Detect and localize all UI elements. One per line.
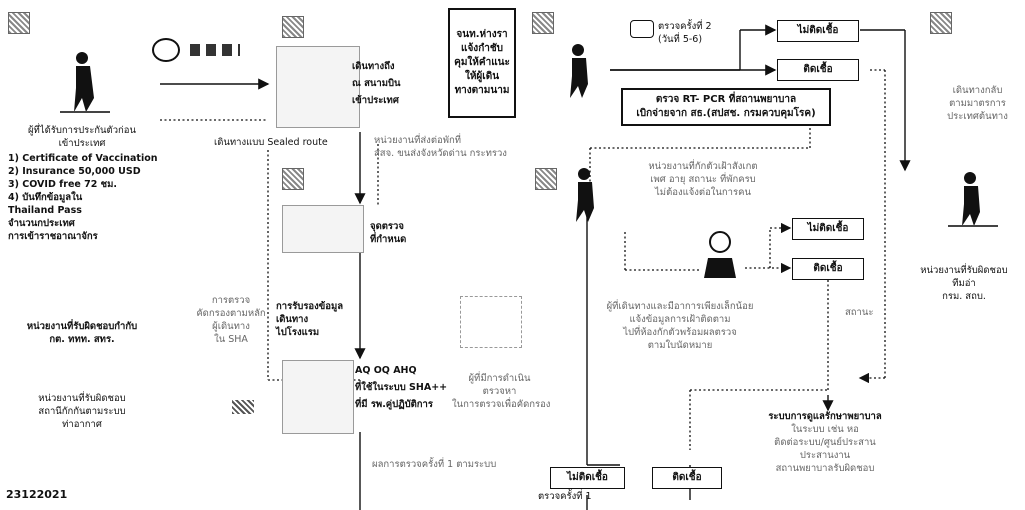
agency-right-text: ผู้ที่มีการดำเนินตรวจหาในการตรวจเพื่อคัด… xyxy=(452,373,551,410)
positive-box-2: ติดเชื้อ xyxy=(792,258,864,280)
arrival-text: เดินทางถึงณ สนามบินเข้าประเทศ xyxy=(352,61,401,106)
phone-icon xyxy=(630,20,654,38)
sealed-route-label: เดินทางแบบ Sealed route xyxy=(214,137,328,148)
test1-text: ตรวจครั้งที่ 2(วันที่ 5-6) xyxy=(658,21,712,45)
qr-code-icon xyxy=(282,168,304,190)
clock-icon xyxy=(152,38,180,62)
qr-code-icon xyxy=(930,12,952,34)
qr-code-icon xyxy=(8,12,30,34)
qr-code-icon xyxy=(282,16,304,38)
right-agency-text: หน่วยงานที่รับผิดชอบทีมอ่ากรม. สถบ. xyxy=(920,265,1008,302)
exit-text: เดินทางกลับตามมาตรการประเทศต้นทาง xyxy=(947,85,1008,122)
traveller-icon xyxy=(556,40,606,106)
bottom-label: ผลการตรวจครั้งที่ 1 ตามระบบ xyxy=(372,459,497,470)
route-box-text: การรับรองข้อมูลเดินทางไปโรงแรม xyxy=(276,301,344,338)
negative-box-2: ไม่ติดเชื้อ xyxy=(792,218,864,240)
positive-box-1: ติดเชื้อ xyxy=(777,59,859,81)
self-watch-text: ผู้ที่เดินทางและมีอาการเพียงเล็กน้อยแจ้ง… xyxy=(606,301,754,351)
test3-label: ตรวจครั้งที่ 1 xyxy=(538,491,592,502)
agency1-text: หน่วยงานที่รับผิดชอบกำกับกต. ททท. สทร. xyxy=(26,321,138,345)
transport-photo xyxy=(282,205,364,253)
traveller-icon xyxy=(948,168,998,234)
plane-icon xyxy=(232,400,254,414)
logo-strip-icon xyxy=(190,44,240,56)
fever-text: หน่วยงานที่กักตัวเฝ้าสังเกตเพศ อายุ สถาน… xyxy=(648,161,758,198)
footer-code: 23122021 xyxy=(6,488,68,501)
qr-code-icon xyxy=(532,12,554,34)
hotel-photo xyxy=(282,360,354,434)
rtpcr-box: ตรวจ RT- PCR ที่สถานพยาบาลเบิกจ่ายจาก สธ… xyxy=(621,88,831,126)
negative-box-3: ไม่ติดเชื้อ xyxy=(550,467,625,489)
traveller-icon xyxy=(60,48,110,114)
left-faint-text: การตรวจคัดกรองตามหลัก ผู้เดินทางใน SHA xyxy=(196,295,266,345)
hospital-care-text: ระบบการดูแลรักษาพยาบาล ในระบบ เช่น หอติด… xyxy=(768,411,882,474)
negative-box-1: ไม่ติดเชื้อ xyxy=(777,20,859,42)
agency2-text: หน่วยงานที่รับผิดชอบสถานีกักกันตามระบบท่… xyxy=(38,393,126,430)
positive-box-3: ติดเชื้อ xyxy=(652,467,722,489)
qr-code-icon xyxy=(535,168,557,190)
sick-person-icon xyxy=(700,228,746,278)
transport-text: จุดตรวจที่กำหนด xyxy=(370,221,407,245)
step1-text: ผู้ที่ได้รับการประกันตัวก่อนเข้าประเทศ xyxy=(27,125,137,149)
hotel-label: หน่วยงานที่ส่งต่อพักที่สสจ. ขนส่งจังหวัด… xyxy=(374,135,507,159)
traveller-icon xyxy=(562,164,612,230)
spot-label: สถานะ xyxy=(845,307,874,318)
notice-box: จนท.ห่างราแจ้งกำชับ คุมให้คำแนะให้ผู้เดิ… xyxy=(448,8,516,118)
symptom-icons xyxy=(460,296,522,348)
arrival-photo xyxy=(276,46,360,128)
